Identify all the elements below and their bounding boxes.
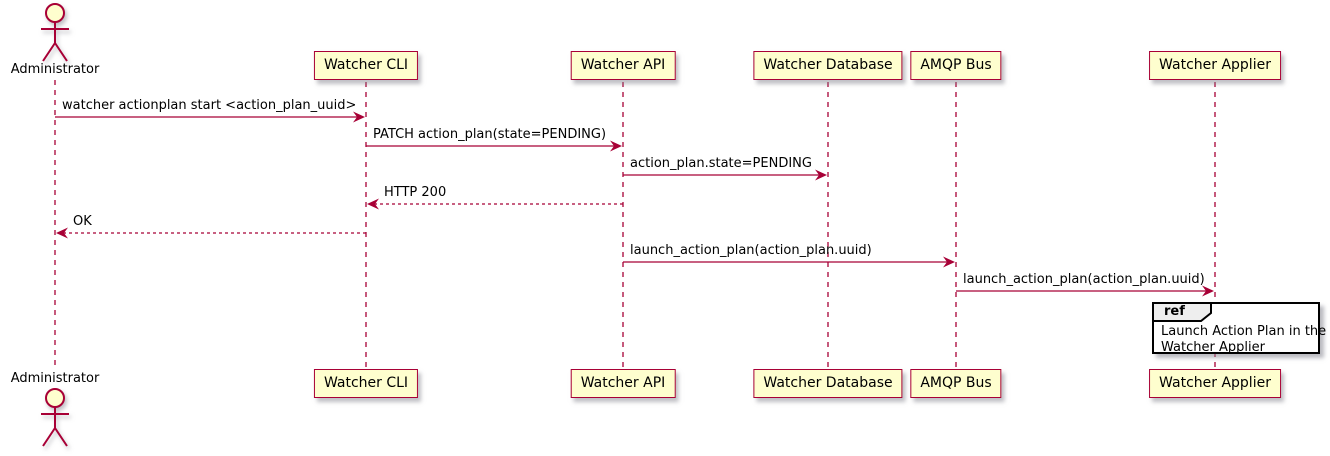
message-label-5: launch_action_plan(action_plan.uuid) <box>630 243 872 258</box>
participant-top-watcher-database: Watcher Database <box>753 51 903 80</box>
participant-top-watcher-api: Watcher API <box>570 51 676 80</box>
message-arrowhead-2 <box>815 169 827 181</box>
message-label-3: HTTP 200 <box>384 185 447 200</box>
participant-top-watcher-cli: Watcher CLI <box>313 51 419 80</box>
ref-text-line-0: Launch Action Plan in the <box>1161 324 1327 339</box>
participant-bottom-amqp-bus: AMQP Bus <box>910 369 1002 398</box>
actor-label-top: Administrator <box>10 62 100 77</box>
message-label-1: PATCH action_plan(state=PENDING) <box>373 127 607 142</box>
message-arrowhead-4 <box>56 227 68 239</box>
participant-top-amqp-bus: AMQP Bus <box>910 51 1002 80</box>
ref-text-line-1: Watcher Applier <box>1161 340 1265 355</box>
ref-keyword: ref <box>1164 304 1185 319</box>
message-arrowhead-0 <box>353 111 365 123</box>
ref-pentagon-shape <box>1152 302 1212 322</box>
message-label-2: action_plan.state=PENDING <box>630 156 812 171</box>
actor-figure-bottom <box>41 388 69 447</box>
message-arrowhead-6 <box>1202 285 1214 297</box>
message-arrowhead-3 <box>367 198 379 210</box>
message-label-6: launch_action_plan(action_plan.uuid) <box>963 272 1205 287</box>
participant-bottom-watcher-database: Watcher Database <box>753 369 903 398</box>
actor-label-bottom: Administrator <box>10 371 100 386</box>
message-arrowhead-1 <box>610 140 622 152</box>
participant-bottom-watcher-cli: Watcher CLI <box>313 369 419 398</box>
message-label-4: OK <box>73 214 92 229</box>
participant-bottom-watcher-applier: Watcher Applier <box>1149 369 1281 398</box>
message-arrowhead-5 <box>943 256 955 268</box>
participant-bottom-watcher-api: Watcher API <box>570 369 676 398</box>
participant-top-watcher-applier: Watcher Applier <box>1149 51 1281 80</box>
actor-figure-top <box>41 3 69 62</box>
message-label-0: watcher actionplan start <action_plan_uu… <box>62 98 357 113</box>
ref-pentagon <box>1152 302 1212 322</box>
